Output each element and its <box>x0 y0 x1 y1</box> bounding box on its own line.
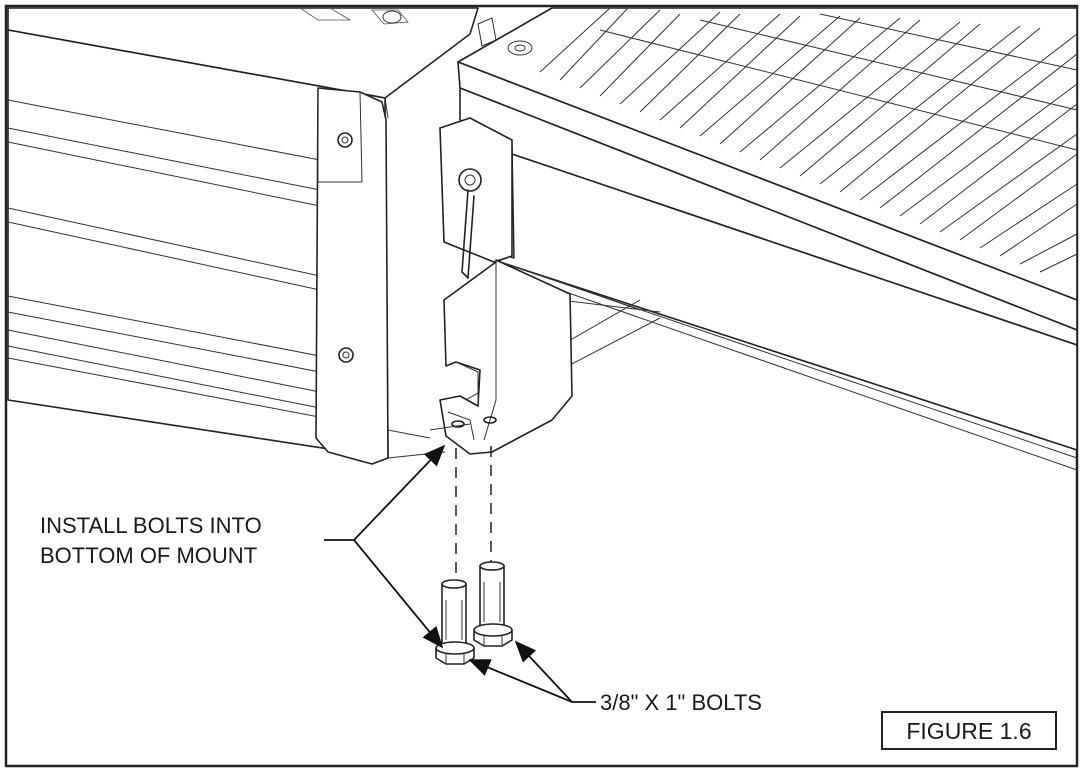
mount-bracket <box>429 117 573 455</box>
bolts-callout: 3/8" X 1" BOLTS <box>600 690 762 715</box>
bolt-left <box>435 579 475 665</box>
bolts-leader <box>468 640 596 703</box>
left-carrier-unit <box>7 7 479 465</box>
bolt-right <box>473 561 513 647</box>
install-callout-line-2: BOTTOM OF MOUNT <box>40 543 257 568</box>
right-carrier-unit <box>444 7 1078 471</box>
install-leader <box>324 444 446 649</box>
install-callout-line-1: INSTALL BOLTS INTO <box>40 513 262 538</box>
figure-label: FIGURE 1.6 <box>906 718 1031 744</box>
figure-label-box <box>881 711 1057 750</box>
